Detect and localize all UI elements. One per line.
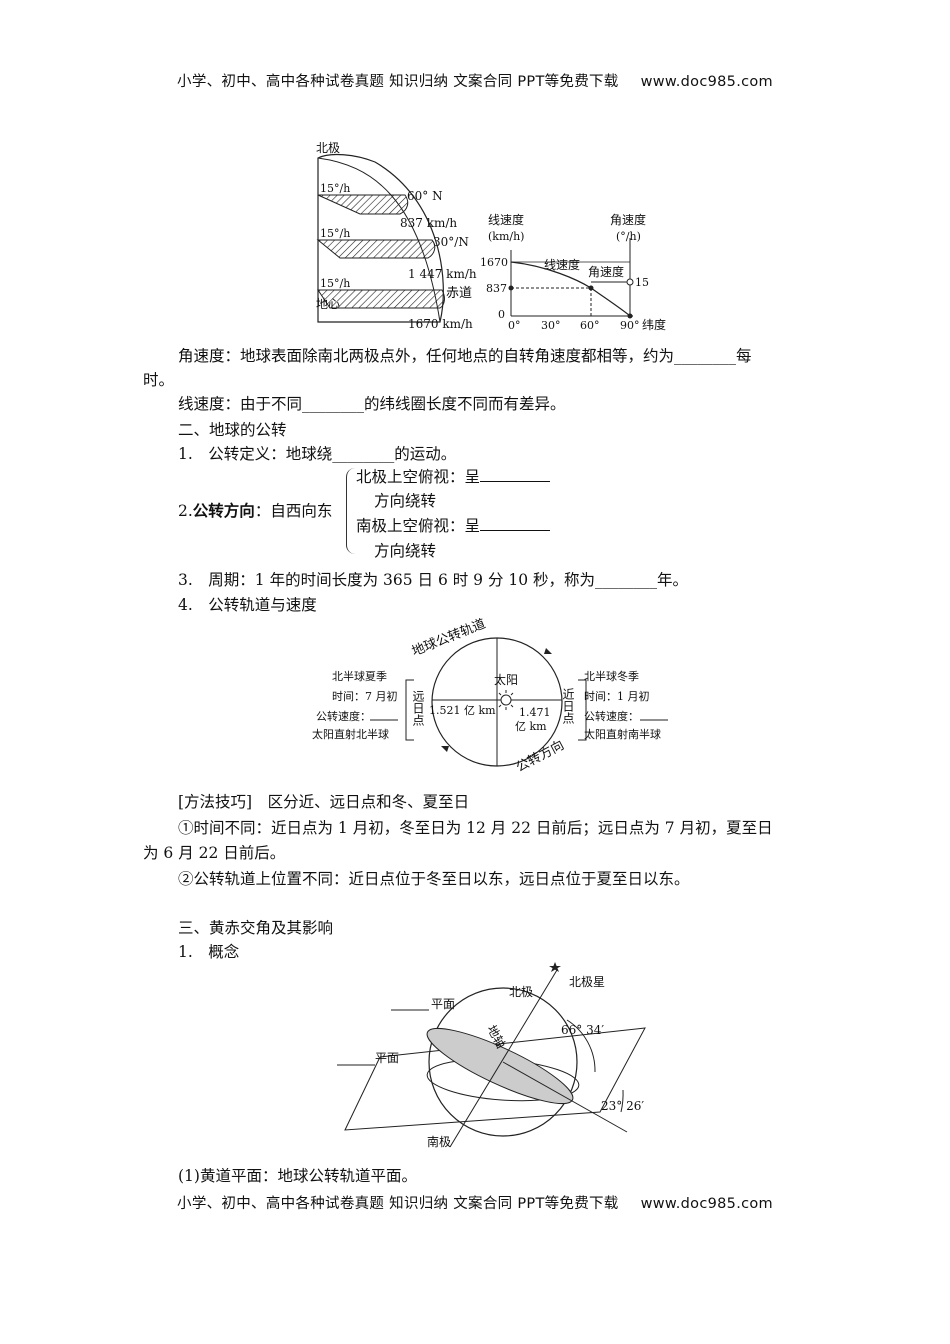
brace-south-view: 南极上空俯视：呈 bbox=[356, 515, 551, 537]
left-info-2: 时间：7 月初 bbox=[332, 689, 398, 703]
blank-south bbox=[480, 515, 551, 531]
brace-south-view-2: 方向绕转 bbox=[374, 542, 437, 560]
brace-north-view-text: 北极上空俯视：呈 bbox=[356, 468, 481, 486]
item-2-direction: 2.公转方向：自西向东 bbox=[178, 500, 332, 522]
near-point-label: 近日点 bbox=[561, 688, 575, 724]
brace-south-view-text: 南极上空俯视：呈 bbox=[356, 517, 481, 535]
polaris-label: 北极星 bbox=[569, 975, 605, 989]
right-info-2: 时间：1 月初 bbox=[584, 689, 650, 703]
chart-r15: 15 bbox=[635, 276, 649, 289]
direction-label: 公转方向 bbox=[513, 737, 566, 776]
south-pole-label: 南极 bbox=[427, 1134, 451, 1149]
right-info-3: 公转速度： bbox=[584, 709, 639, 723]
item-2-number: 2. bbox=[178, 502, 193, 520]
chart-y1670: 1670 bbox=[480, 256, 508, 269]
brace bbox=[346, 468, 355, 554]
section-3-heading: 三、黄赤交角及其影响 bbox=[178, 919, 334, 937]
label-north-pole: 北极 bbox=[316, 141, 340, 155]
left-info-4: 太阳直射北半球 bbox=[312, 727, 389, 741]
page-footer: 小学、初中、高中各种试卷真题 知识归纳 文案合同 PPT等免费下载 www.doc… bbox=[0, 1192, 950, 1213]
obliquity-diagram: 北极星 北极 南极 地轴 平面 平面 66° 34′ 23° 26′ bbox=[337, 962, 646, 1149]
angular-speed-text: 角速度：地球表面除南北两极点外，任何地点的自转角速度都相等，约为________… bbox=[178, 347, 752, 365]
header-text: 小学、初中、高中各种试卷真题 知识归纳 文案合同 PPT等免费下载 bbox=[177, 74, 619, 90]
header-url: www.doc985.com bbox=[640, 74, 773, 90]
chart-ylabel-left: 线速度 bbox=[488, 212, 524, 227]
angle-label-2: 23° 26′ bbox=[601, 1099, 644, 1113]
north-pole-label: 北极 bbox=[509, 985, 533, 999]
chart-y0: 0 bbox=[498, 308, 505, 321]
angular-speed-text-cont: 时。 bbox=[143, 371, 175, 389]
plane-label-1: 平面 bbox=[431, 997, 455, 1011]
label-ang-30: 15°/h bbox=[320, 227, 350, 240]
label-v1447: 1 447 km/h bbox=[408, 267, 477, 281]
label-lat-30: 30°/N bbox=[433, 235, 469, 249]
speed-latitude-chart: 线速度 (km/h) 角速度 (°/h) 1670 837 0 0° 30° 6… bbox=[480, 212, 666, 332]
label-lat-60: 60° N bbox=[407, 189, 443, 203]
chart-y837: 837 bbox=[486, 282, 507, 295]
blank-north bbox=[480, 466, 551, 482]
brace-north-view: 北极上空俯视：呈 bbox=[356, 466, 551, 488]
right-info-4: 太阳直射南半球 bbox=[584, 727, 661, 741]
method-1-cont: 为 6 月 22 日前后。 bbox=[143, 844, 286, 862]
item-2-rest: ：自西向东 bbox=[254, 502, 333, 520]
item-2-bold: 公转方向 bbox=[192, 501, 255, 520]
footer-text: 小学、初中、高中各种试卷真题 知识归纳 文案合同 PPT等免费下载 bbox=[177, 1196, 619, 1212]
item-3-period: 3. 周期：1 年的时间长度为 365 日 6 时 9 分 10 秒，称为___… bbox=[178, 571, 689, 589]
method-title: [方法技巧] 区分近、远日点和冬、夏至日 bbox=[178, 793, 470, 811]
near-dist-label-2: 亿 km bbox=[515, 720, 547, 733]
chart-xlabel: 纬度 bbox=[642, 317, 666, 332]
angle-label-1: 66° 34′ bbox=[561, 1023, 604, 1037]
chart-x30: 30° bbox=[541, 319, 561, 332]
item-1-revolution-definition: 1. 公转定义：地球绕________的运动。 bbox=[178, 445, 457, 463]
brace-north-view-2: 方向绕转 bbox=[374, 492, 437, 510]
chart-x90: 90° bbox=[620, 319, 640, 332]
chart-ang-label: 角速度 bbox=[588, 264, 624, 279]
concept-heading: 1. 概念 bbox=[178, 943, 240, 961]
method-2: ②公转轨道上位置不同：近日点位于冬至日以东，远日点位于夏至日以东。 bbox=[178, 870, 690, 888]
page-header: 小学、初中、高中各种试卷真题 知识归纳 文案合同 PPT等免费下载 www.doc… bbox=[0, 70, 950, 91]
orbit-diagram: 地球公转轨道 公转方向 太阳 1.521 亿 km 1.471 亿 km 远日点… bbox=[312, 618, 668, 776]
chart-ylabel-right-unit: (°/h) bbox=[616, 230, 641, 243]
left-info-3: 公转速度： bbox=[316, 709, 371, 723]
chart-ylabel-right: 角速度 bbox=[610, 212, 646, 227]
section-2-heading: 二、地球的公转 bbox=[178, 421, 287, 439]
rotation-speed-section-figure: 北极 15°/h 15°/h 15°/h 60° N 837 km/h 30°/… bbox=[316, 141, 477, 331]
method-1: ①时间不同：近日点为 1 月初，冬至日为 12 月 22 日前后；远日点为 7 … bbox=[178, 819, 773, 837]
footer-url: www.doc985.com bbox=[640, 1196, 773, 1212]
label-v1670: 1670 km/h bbox=[408, 317, 473, 331]
far-dist-label: 1.521 亿 km bbox=[429, 704, 496, 717]
chart-line-label: 线速度 bbox=[544, 257, 580, 272]
chart-x60: 60° bbox=[580, 319, 600, 332]
chart-ylabel-left-unit: (km/h) bbox=[488, 230, 524, 243]
plane-label-2: 平面 bbox=[375, 1051, 399, 1065]
ecliptic-plane-definition: (1)黄道平面：地球公转轨道平面。 bbox=[178, 1167, 417, 1185]
label-ang-60: 15°/h bbox=[320, 182, 350, 195]
linear-speed-text: 线速度：由于不同________的纬线圈长度不同而有差异。 bbox=[178, 395, 566, 413]
right-info-1: 北半球冬季 bbox=[584, 669, 639, 683]
label-v837: 837 km/h bbox=[400, 216, 457, 230]
near-dist-label-1: 1.471 bbox=[519, 706, 551, 719]
left-info-1: 北半球夏季 bbox=[332, 669, 387, 683]
label-center: 地心 bbox=[316, 297, 340, 311]
chart-x0: 0° bbox=[508, 319, 521, 332]
far-point-label: 远日点 bbox=[411, 690, 425, 726]
label-ang-0: 15°/h bbox=[320, 277, 350, 290]
item-4-orbit-speed: 4. 公转轨道与速度 bbox=[178, 596, 317, 614]
label-equator: 赤道 bbox=[446, 286, 472, 301]
orbit-label: 地球公转轨道 bbox=[410, 618, 488, 660]
sun-label: 太阳 bbox=[494, 672, 518, 687]
